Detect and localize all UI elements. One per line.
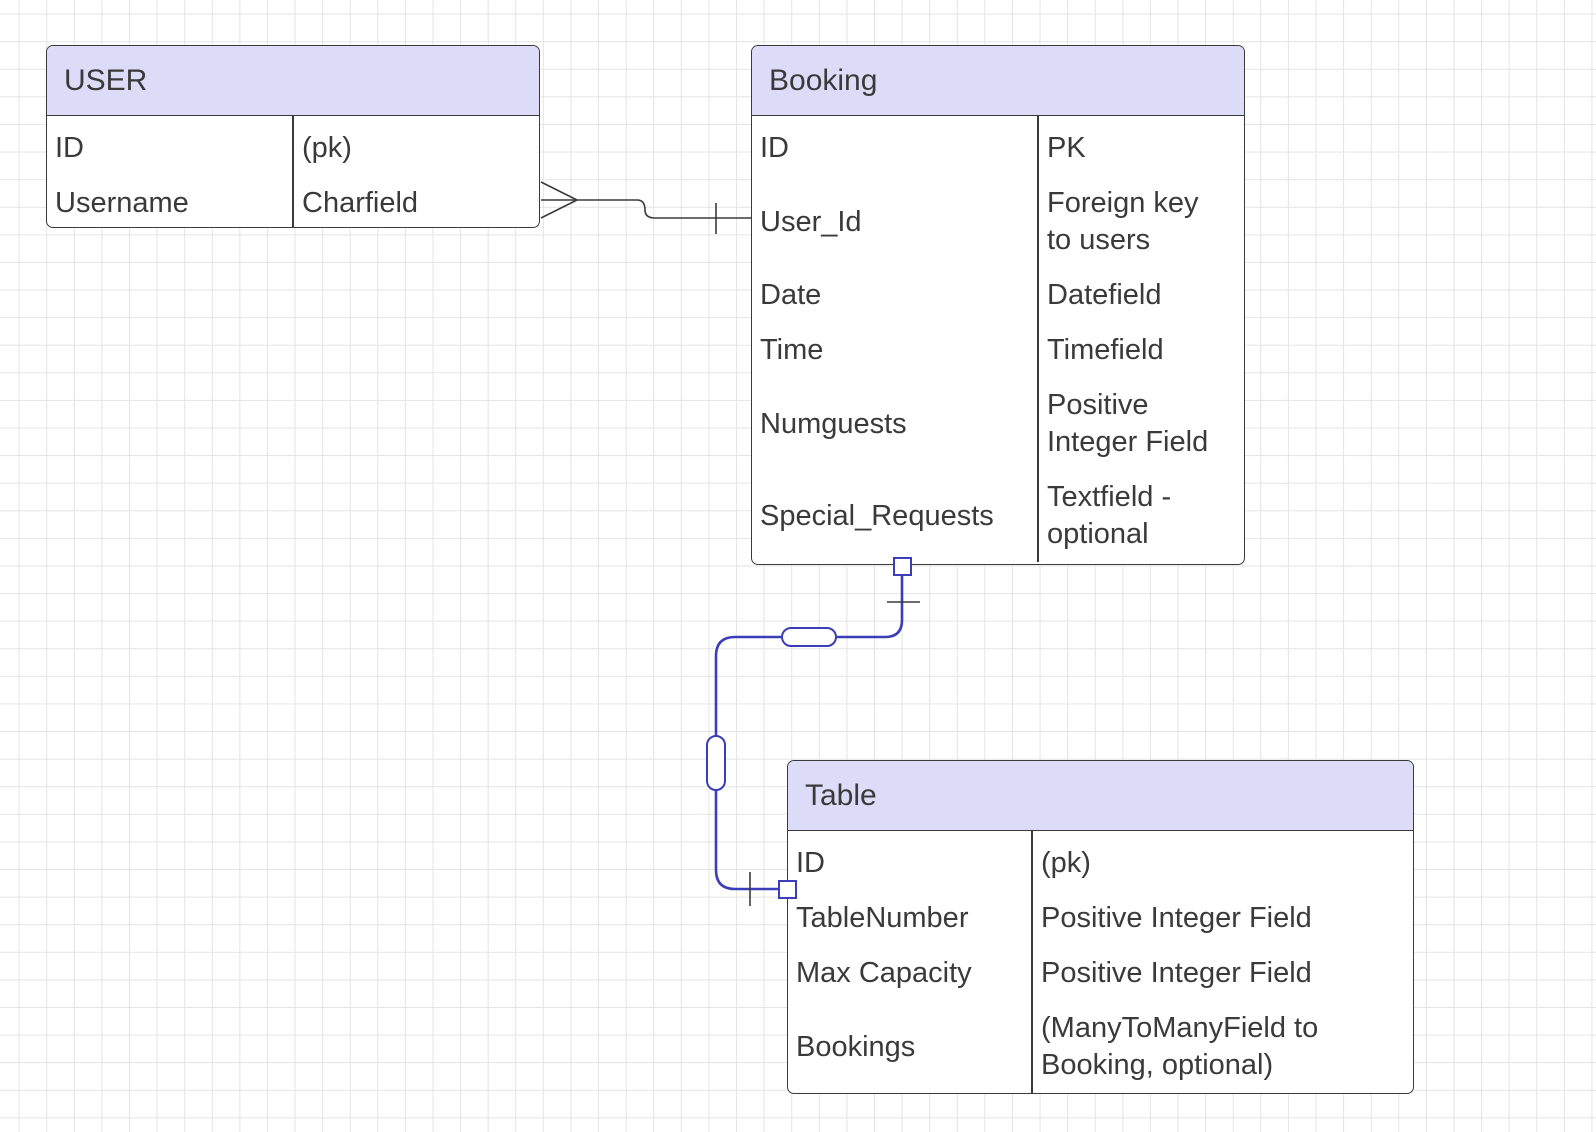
field-type: (ManyToManyField to Booking, optional) xyxy=(1041,1012,1319,1081)
column-divider xyxy=(1031,831,1033,1093)
field-type: Positive Integer Field xyxy=(1047,389,1209,458)
field-name: Username xyxy=(55,187,189,219)
field-type: Positive Integer Field xyxy=(1041,902,1312,934)
field-name: ID xyxy=(796,847,825,879)
field-name: TableNumber xyxy=(796,902,969,934)
field-name: Date xyxy=(760,279,822,311)
entity-title: Table xyxy=(788,761,1413,831)
field-row: Numguests Positive Integer Field xyxy=(752,378,1244,470)
field-row: Username Charfield xyxy=(47,176,539,227)
field-name: ID xyxy=(760,132,789,164)
entity-table[interactable]: Table ID (pk) TableNumber Positive Integ… xyxy=(787,760,1414,1094)
field-name: Max Capacity xyxy=(796,957,972,989)
field-type: Charfield xyxy=(302,187,419,219)
field-type: Textfield - optional xyxy=(1047,481,1172,550)
field-row: ID (pk) xyxy=(788,836,1413,891)
field-type: (pk) xyxy=(1041,847,1091,879)
entity-title-text: Table xyxy=(805,778,877,812)
field-row: ID (pk) xyxy=(47,121,539,176)
field-row: Special_Requests Textfield - optional xyxy=(752,470,1244,562)
field-row: Bookings (ManyToManyField to Booking, op… xyxy=(788,1001,1413,1093)
field-name: User_Id xyxy=(760,205,862,238)
field-type: Datefield xyxy=(1047,279,1162,311)
column-divider xyxy=(1037,116,1039,562)
field-row: Date Datefield xyxy=(752,268,1244,323)
midpoint-handle[interactable] xyxy=(781,627,837,647)
field-row: User_Id Foreign key to users xyxy=(752,176,1244,268)
field-row: ID PK xyxy=(752,121,1244,176)
field-row: Time Timefield xyxy=(752,323,1244,378)
field-type: (pk) xyxy=(302,132,352,164)
entity-fields: ID (pk) TableNumber Positive Integer Fie… xyxy=(788,831,1413,1093)
entity-fields: ID (pk) Username Charfield xyxy=(47,116,539,227)
user-booking-connector[interactable] xyxy=(540,181,751,234)
midpoint-handle[interactable] xyxy=(706,735,726,791)
booking-table-connector[interactable] xyxy=(714,574,904,891)
field-row: Max Capacity Positive Integer Field xyxy=(788,946,1413,1001)
crowfoot-many-end xyxy=(540,181,578,201)
entity-title-text: USER xyxy=(64,63,148,97)
entity-booking[interactable]: Booking ID PK User_Id Foreign key to use… xyxy=(751,45,1245,565)
field-type: Timefield xyxy=(1047,334,1164,366)
entity-user[interactable]: USER ID (pk) Username Charfield xyxy=(46,45,540,228)
entity-title: Booking xyxy=(752,46,1244,116)
field-name: ID xyxy=(55,132,84,164)
column-divider xyxy=(292,116,294,227)
entity-title-text: Booking xyxy=(769,63,878,97)
field-type: Positive Integer Field xyxy=(1041,957,1312,989)
field-name: Time xyxy=(760,334,824,366)
field-row: TableNumber Positive Integer Field xyxy=(788,891,1413,946)
entity-fields: ID PK User_Id Foreign key to users Date … xyxy=(752,116,1244,562)
entity-title: USER xyxy=(47,46,539,116)
field-type: Foreign key to users xyxy=(1047,187,1199,256)
field-name: Numguests xyxy=(760,407,907,440)
field-name: Bookings xyxy=(796,1030,916,1063)
field-type: PK xyxy=(1047,132,1086,164)
field-name: Special_Requests xyxy=(760,499,994,532)
